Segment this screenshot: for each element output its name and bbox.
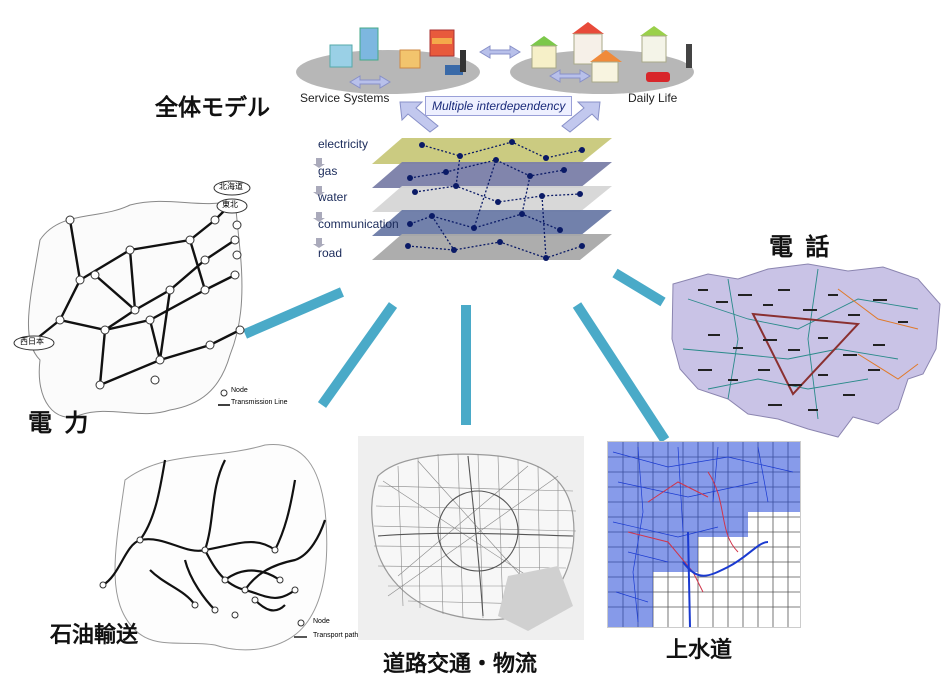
layer-road [372,234,612,260]
power-nodes [55,215,245,390]
water-trunk-mains [682,531,769,628]
connector-telephone [612,268,666,307]
daily-life-label: Daily Life [628,91,678,105]
layer-label-gas: gas [318,164,338,178]
interdependency-arrows [399,101,601,133]
power-region-hokkaido: 北海道 [219,182,243,191]
telephone-backbone-triangle [751,312,861,396]
water-pipes [612,446,794,623]
service-systems-label: Service Systems [300,91,390,105]
layer-electricity [372,138,612,164]
road-grid [373,453,577,619]
connector-oil [317,302,398,408]
telephone-network-map [668,259,943,439]
oil-nodes [99,536,299,619]
power-region-west: 西日本 [20,337,44,346]
connector-water [572,302,670,443]
water-supply-map [607,441,801,628]
layer-label-communication: communication [318,217,399,231]
layer-label-road: road [318,246,343,260]
layer-label-arrows [313,158,325,248]
service-buildings [329,27,466,75]
layer-water [372,186,612,212]
power-region-tohoku: 東北 [222,200,238,209]
road-label: 道路交通・物流 [383,651,538,677]
road-network-map [358,436,584,640]
road-map-svg [371,453,577,631]
oil-label: 石油輸送 [50,622,139,648]
water-label: 上水道 [666,637,733,663]
telephone-label: 電 話 [769,232,832,261]
power-legend-node-marker [220,389,228,397]
telephone-exchange-labels [698,289,908,411]
power-label: 電 力 [28,408,91,437]
power-grid-map [0,180,255,450]
layer-network-nodes [405,139,585,261]
oil-legend-node: Node [313,618,330,625]
platform-link-arrows [349,45,591,89]
daily-life-buildings [530,22,692,83]
road-bay-area [498,566,573,631]
layer-gas [372,162,612,188]
oil-map-svg [99,443,328,651]
road-main-arterials [377,455,574,617]
overview-model [290,10,710,280]
layer-label-electricity: electricity [318,137,369,151]
layer-label-water: water [318,190,348,204]
power-grid-svg [13,180,251,418]
oil-legend-line: Transport path [313,632,359,639]
oil-transport-map [95,440,350,685]
water-map-svg [608,442,800,628]
power-legend-node: Node [231,387,248,394]
overview-illustration [296,22,694,261]
telephone-region-outline [671,263,941,438]
water-red-mains [627,471,739,593]
connector-power [243,287,344,339]
power-legend-line: Transmission Line [231,399,288,406]
telephone-map-svg [671,263,941,438]
telephone-orange-routes [837,288,919,380]
power-region-badges [13,180,251,351]
oil-legend-node-marker [297,619,305,627]
water-pipe-density [608,442,800,627]
overview-title: 全体モデル [155,94,270,121]
telephone-cables [682,268,919,420]
oil-transport-paths [102,459,327,612]
interdependency-label: Multiple interdependency [425,96,573,116]
